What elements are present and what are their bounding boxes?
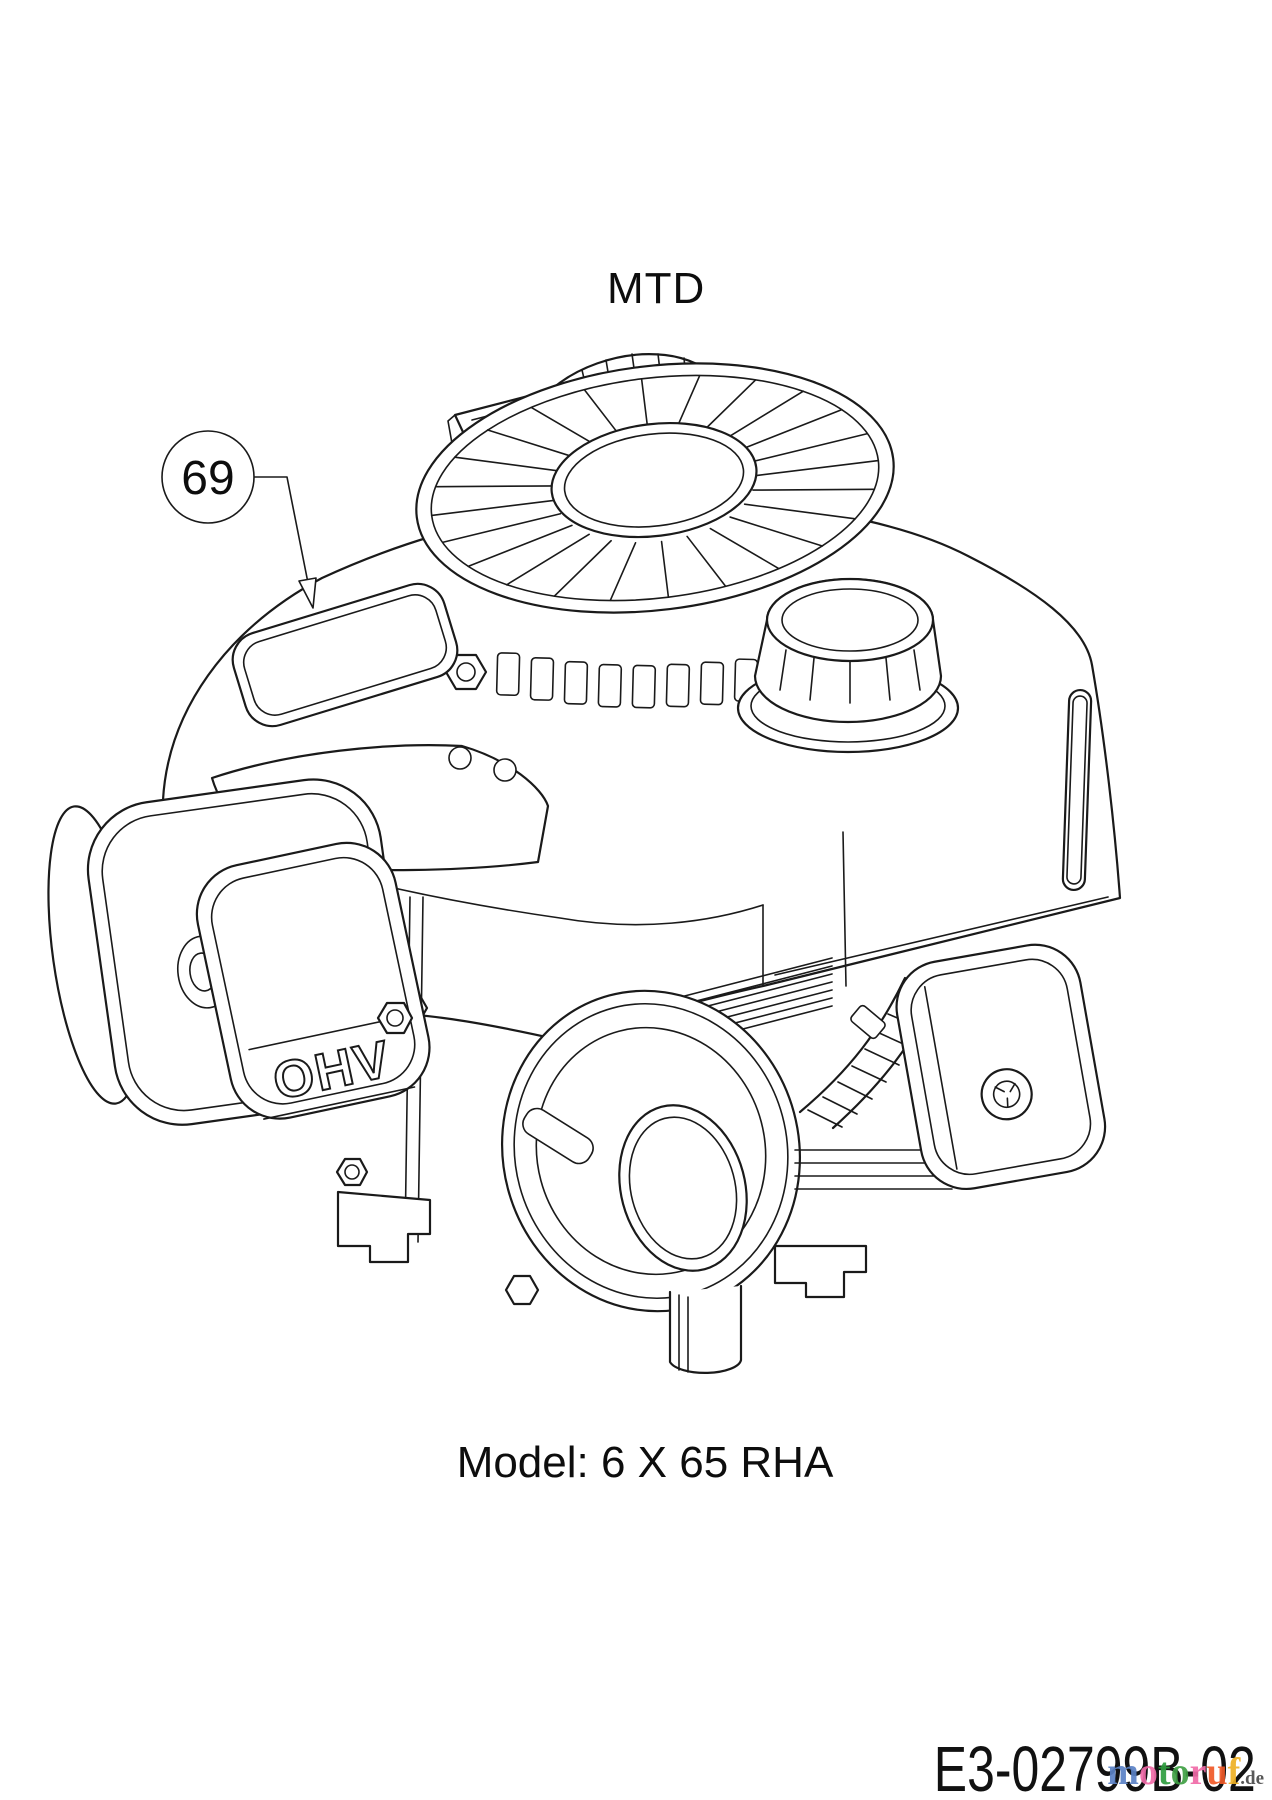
callout: 69 — [161, 430, 317, 609]
base-bolt — [504, 1274, 540, 1306]
recoil-vanes — [430, 374, 880, 602]
engine-base — [336, 1149, 953, 1306]
recoil-opening — [550, 421, 758, 539]
recoil-starter — [415, 362, 895, 614]
clutch-drum — [500, 989, 802, 1313]
watermark-suffix: .de — [1240, 1768, 1264, 1789]
mounting-foot-left — [336, 1190, 432, 1264]
watermark-word: motoruf — [1107, 1751, 1241, 1793]
mounting-foot-right — [773, 1244, 868, 1299]
air-filter-box — [895, 943, 1107, 1191]
brand-title: MTD — [607, 264, 706, 313]
callout-arrow — [298, 577, 317, 609]
fuel-cap — [736, 577, 960, 754]
drum-bore — [618, 1104, 748, 1272]
callout-balloon — [161, 430, 255, 524]
watermark-logo: motoruf.de — [1107, 1753, 1264, 1791]
shroud-window — [231, 582, 459, 728]
callout-number: 69 — [181, 452, 234, 505]
cylinder-fins — [637, 957, 833, 1057]
base-fins — [794, 1149, 953, 1190]
model-line: Model: 6 X 65 RHA — [456, 1438, 834, 1487]
air-filter-emblem — [980, 1068, 1033, 1121]
valve-cover: OHV — [195, 841, 431, 1120]
fuel-sight-slot — [1061, 688, 1093, 892]
part-code: E3-02799B-02 — [934, 1733, 1256, 1800]
cover-bolt — [335, 1001, 414, 1187]
callout-leader — [253, 476, 312, 599]
crankshaft — [668, 1284, 743, 1375]
